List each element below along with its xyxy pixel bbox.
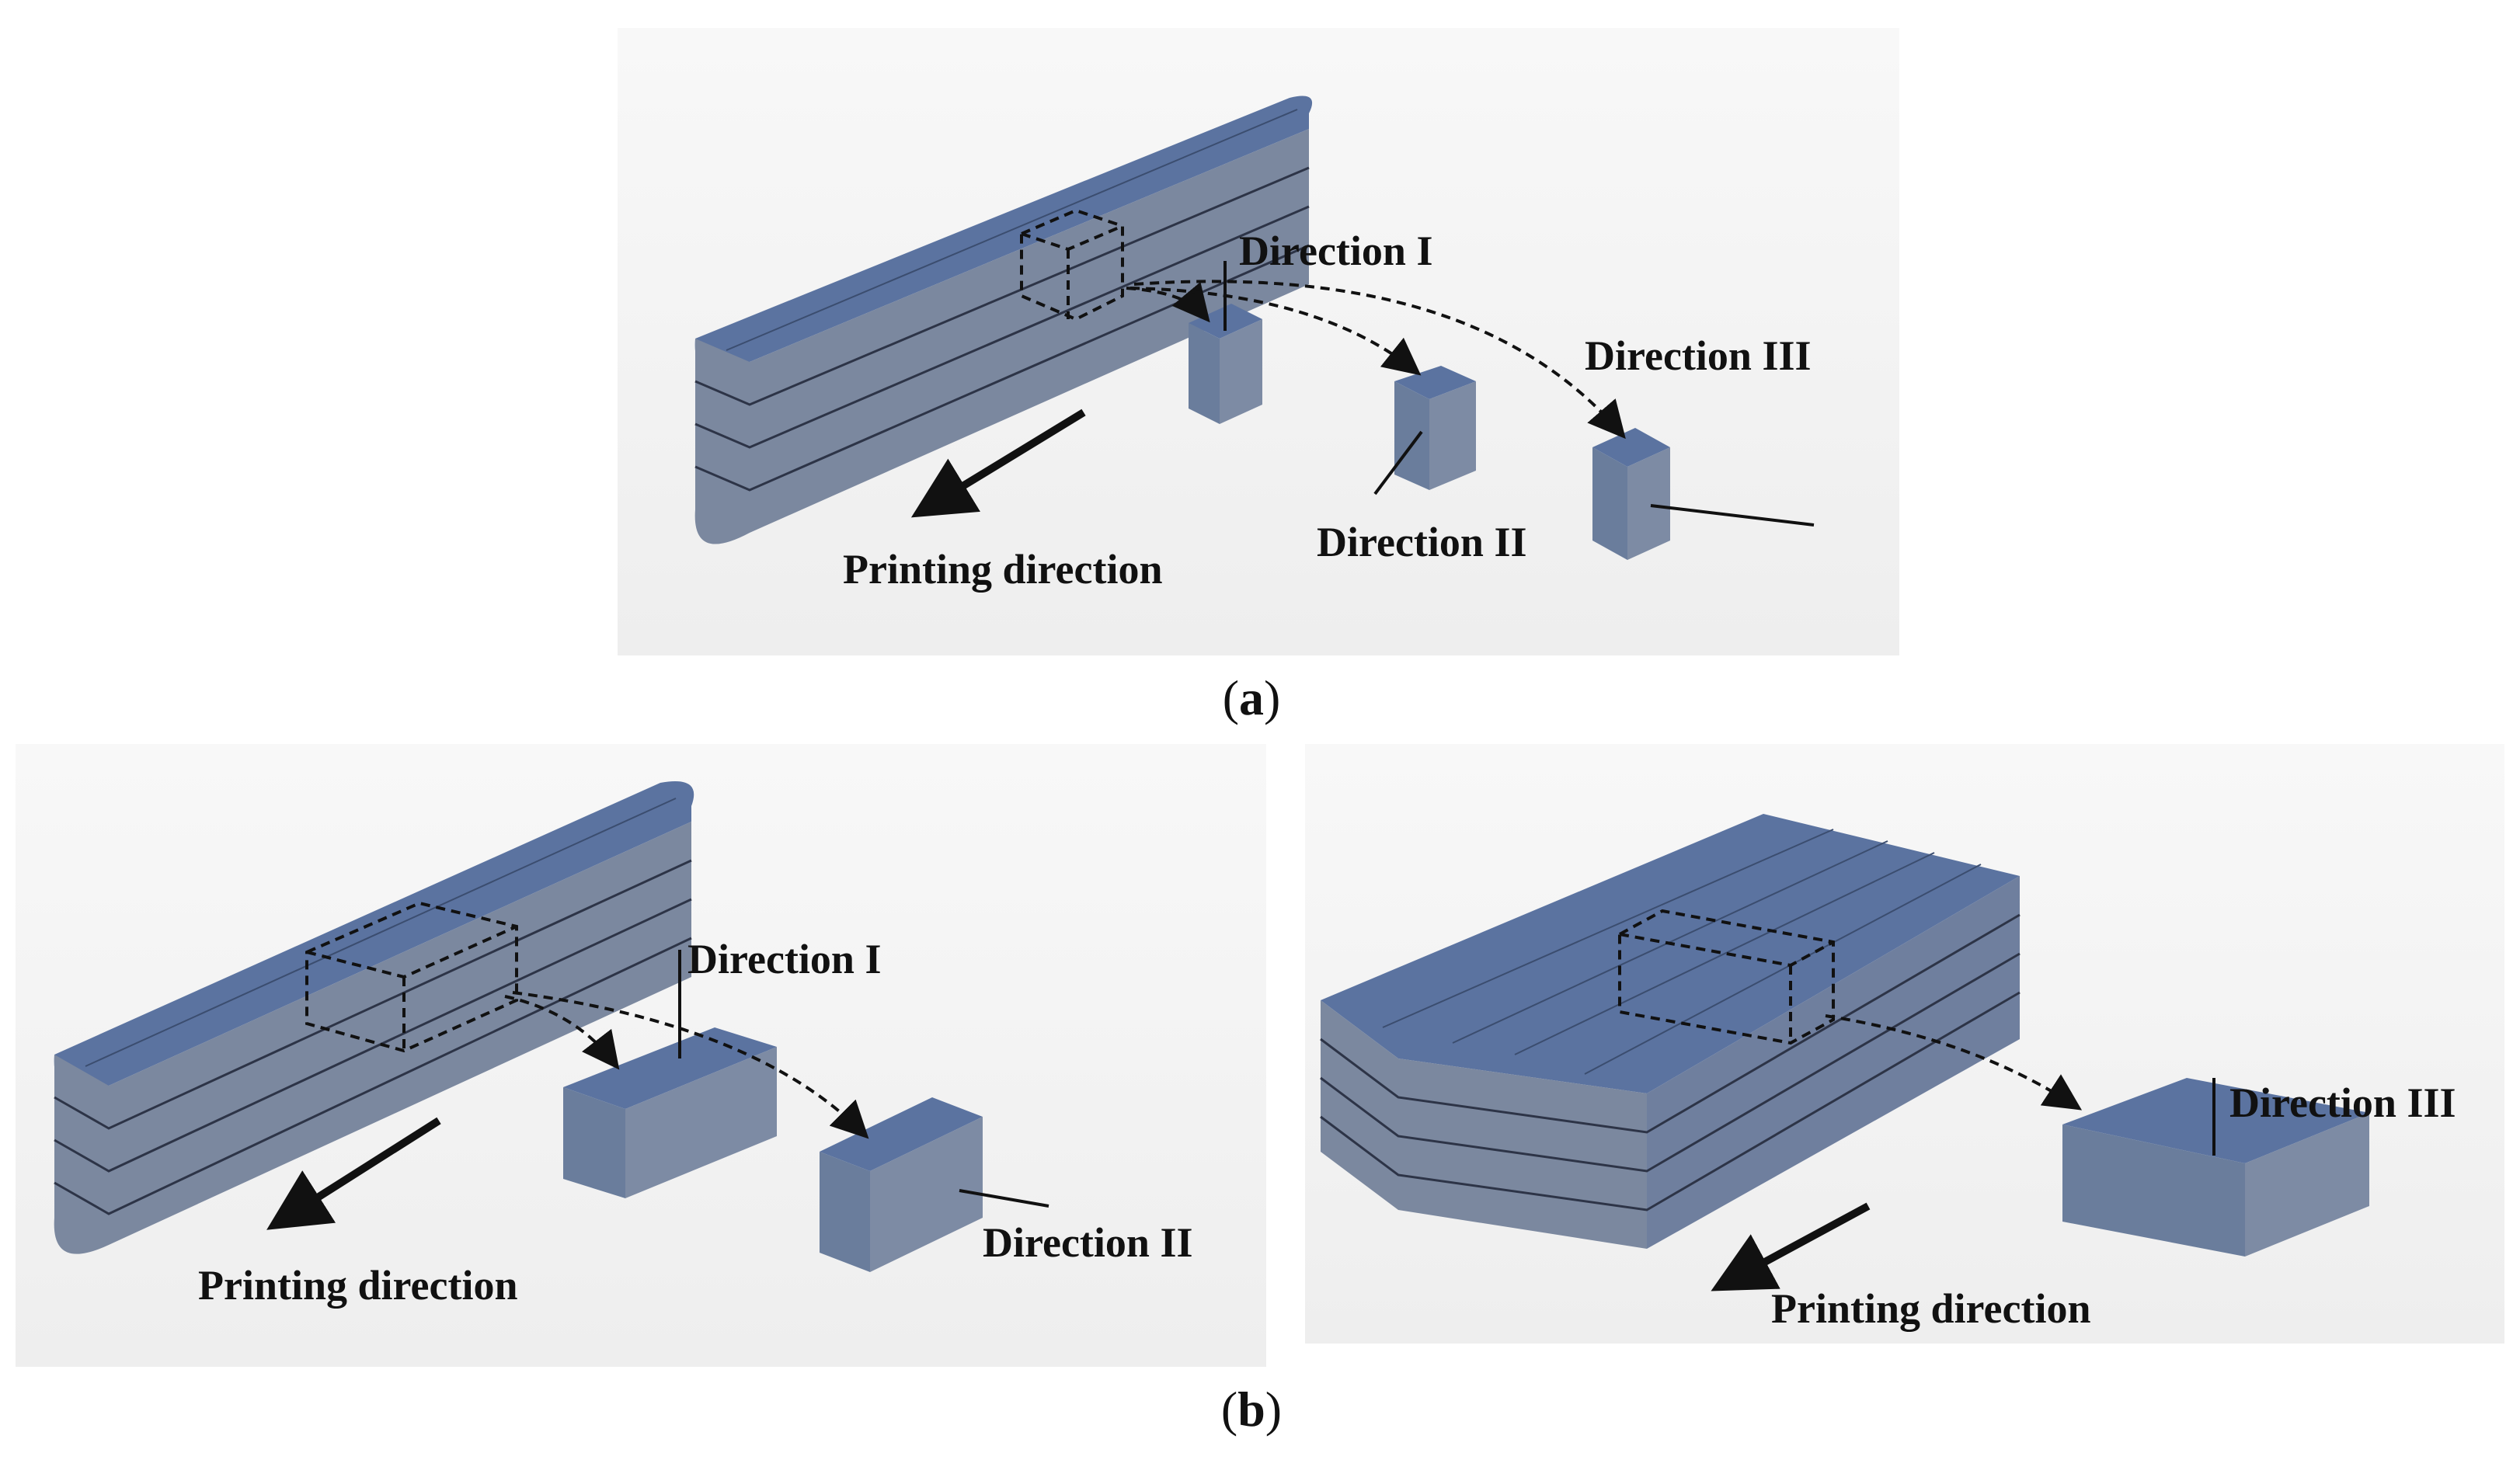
arc-to-cube-1 xyxy=(1126,281,1210,323)
printing-direction-arrow-b-right xyxy=(1711,1202,1871,1291)
label-b-printing-direction: Printing direction xyxy=(198,1262,518,1309)
printed-wall xyxy=(694,96,1313,544)
cube-direction-2 xyxy=(1394,366,1476,490)
cube-direction-1 xyxy=(1189,304,1262,424)
caption-b-open: ( xyxy=(1220,1382,1238,1437)
caption-a-close: ) xyxy=(1264,670,1281,725)
caption-a: (a) xyxy=(1174,669,1329,727)
label-b-direction-2: Direction II xyxy=(983,1219,1192,1266)
pointer-b-direction-2 xyxy=(959,1189,1049,1208)
label-direction-3: Direction III xyxy=(1585,332,1812,379)
panel-b-left-svg: Direction I Direction II Printing direct… xyxy=(16,744,1266,1367)
arc-to-cube-2 xyxy=(1129,287,1422,376)
label-b-direction-1: Direction I xyxy=(687,936,881,982)
printed-slab xyxy=(1320,814,2021,1249)
arc-to-block-3 xyxy=(1825,1014,2083,1111)
caption-a-letter: a xyxy=(1239,670,1264,725)
panel-b-right-svg: Direction III Printing direction xyxy=(1305,744,2504,1344)
pointer-direction-2 xyxy=(1373,430,1423,495)
arc-to-block-1 xyxy=(504,995,620,1070)
panel-b-right: Direction III Printing direction xyxy=(1305,744,2504,1344)
cube-direction-3 xyxy=(1592,428,1670,560)
panel-a-svg: Direction I Direction III Direction II P… xyxy=(618,28,1899,655)
caption-a-open: ( xyxy=(1222,670,1239,725)
caption-b-letter: b xyxy=(1237,1382,1265,1437)
label-c-printing-direction: Printing direction xyxy=(1771,1285,2091,1332)
block-direction-1 xyxy=(563,1027,777,1198)
arc-to-block-2 xyxy=(512,991,869,1139)
pointer-direction-3 xyxy=(1650,504,1815,527)
caption-b: (b) xyxy=(1174,1381,1329,1438)
label-c-direction-3: Direction III xyxy=(2229,1079,2456,1126)
printing-direction-arrow xyxy=(910,408,1086,518)
block-direction-3 xyxy=(2062,1078,2369,1257)
printed-wall-b-left xyxy=(54,781,694,1254)
block-direction-2 xyxy=(820,1097,983,1272)
printing-direction-arrow-b-left xyxy=(266,1117,441,1230)
label-printing-direction: Printing direction xyxy=(843,546,1163,593)
label-direction-1: Direction I xyxy=(1239,228,1432,274)
panel-b-left: Direction I Direction II Printing direct… xyxy=(16,744,1266,1367)
panel-a: Direction I Direction III Direction II P… xyxy=(618,28,1899,655)
label-direction-2: Direction II xyxy=(1317,519,1526,565)
caption-b-close: ) xyxy=(1265,1382,1283,1437)
